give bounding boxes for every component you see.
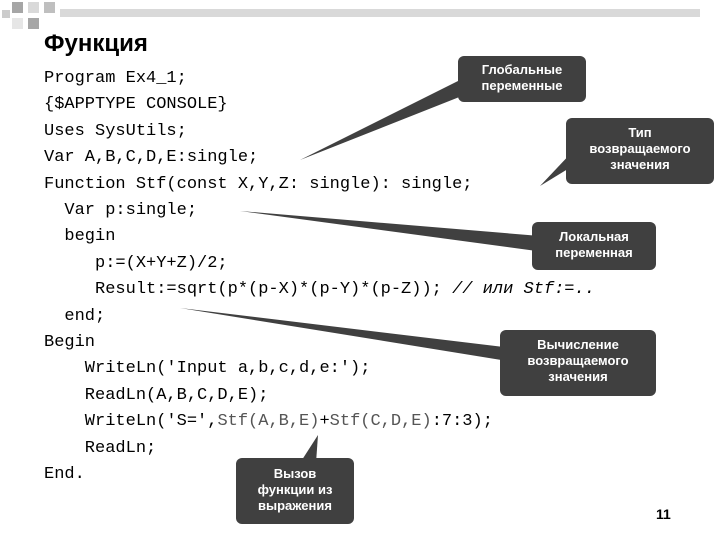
callout-pointer [240,211,544,252]
function-call: Stf(A,B,E) [217,412,320,432]
callout-return-type: Тип возвращаемого значения [566,118,714,184]
callout-line: Вызов [273,466,317,481]
corner-square [44,2,55,13]
code-comment: // или Stf:=.. [452,280,595,300]
callout-line: переменные [481,78,563,93]
callout-line: Локальная [559,229,629,244]
callout-line: Глобальные [481,62,563,77]
corner-square [28,2,39,13]
code-line: Uses SysUtils; [44,121,187,141]
code-line: end; [44,306,106,326]
callout-pointer [180,308,514,362]
code-line: Program Ex4_1; [44,69,187,88]
page-number: 11 [656,506,671,522]
callout-pointer [300,435,318,463]
code-line: WriteLn('Input a,b,c,d,e:'); [44,359,371,379]
code-line: p:=(X+Y+Z)/2; [44,253,228,273]
code-line: {$APPTYPE CONSOLE} [44,95,228,115]
callout-line: значения [548,369,608,384]
code-line: begin [44,227,116,247]
page-title: Функция [44,30,148,57]
callout-line: выражения [258,498,332,513]
code-line: Var A,B,C,D,E:single; [44,148,259,168]
code-line: End. [44,465,85,485]
corner-square [12,2,23,13]
code-line: Var p:single; [44,201,198,221]
callout-line: возвращаемого [589,141,691,156]
code-line: ReadLn(A,B,C,D,E); [44,385,269,405]
code-line: Result:=sqrt(p*(p-X)*(p-Y)*(p-Z)); // ил… [44,277,595,303]
code-text: + [319,412,330,432]
code-line: Begin [44,333,96,353]
code-text: :7:3); [431,412,493,432]
corner-square [12,18,23,29]
header-bar [60,9,700,17]
code-line: ReadLn; [44,438,157,458]
callout-compute: Вычисление возвращаемого значения [500,330,656,396]
code-block: Program Ex4_1; {$APPTYPE CONSOLE} Uses Sys… [44,66,595,489]
callout-local: Локальная переменная [532,222,656,270]
code-text: Result:=sqrt(p*(p-X)*(p-Y)*(p-Z)); [44,280,453,300]
callout-globals: Глобальные переменные [458,56,586,102]
callout-call: Вызов функции из выражения [236,458,354,524]
corner-square [28,18,39,29]
callout-line: Тип [628,125,652,140]
code-line: Function Stf(const X,Y,Z: single): singl… [44,174,473,194]
code-line: WriteLn('S=',Stf(A,B,E)+Stf(C,D,E):7:3); [44,409,595,435]
code-text: WriteLn('S=', [44,412,218,432]
corner-square [2,10,10,18]
callout-pointer [300,78,472,160]
function-call: Stf(C,D,E) [329,412,432,432]
callout-line: значения [610,157,670,172]
callout-line: возвращаемого [527,353,629,368]
callout-line: Вычисление [537,337,619,352]
callout-line: переменная [555,245,633,260]
callout-line: функции из [257,482,333,497]
